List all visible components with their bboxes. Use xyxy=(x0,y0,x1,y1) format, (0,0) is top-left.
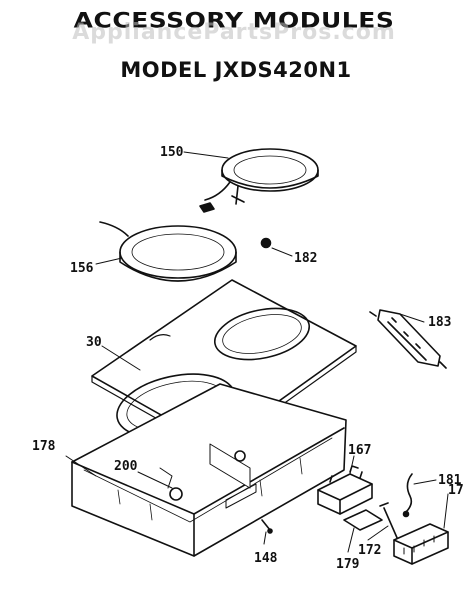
callout-181: 181 xyxy=(438,473,462,488)
model-number: MODEL JXDS420N1 xyxy=(120,58,352,82)
callout-17: 17 xyxy=(448,483,464,498)
diagram-title: ACCESSORY MODULES xyxy=(73,8,395,33)
callout-167: 167 xyxy=(348,443,371,458)
base-pan xyxy=(71,383,347,557)
surface-element-large xyxy=(99,221,237,282)
callout-150: 150 xyxy=(160,145,184,160)
mounting-screw xyxy=(261,519,271,531)
callout-200: 200 xyxy=(114,459,138,474)
plug-part xyxy=(260,237,272,249)
callout-183: 183 xyxy=(428,315,451,330)
callout-179: 179 xyxy=(336,557,359,572)
callout-148: 148 xyxy=(254,551,278,566)
callout-178: 178 xyxy=(32,439,56,454)
callout-182: 182 xyxy=(294,251,317,266)
callout-30: 30 xyxy=(86,335,102,350)
watermark: AppliancePartsPros.com xyxy=(72,20,396,45)
terminal-block xyxy=(393,523,449,565)
callout-172: 172 xyxy=(358,543,381,558)
wire-lead xyxy=(405,473,413,513)
surface-element-small xyxy=(199,148,319,213)
insulator-plate xyxy=(343,509,383,531)
screw xyxy=(379,502,399,541)
callout-156: 156 xyxy=(70,261,94,276)
